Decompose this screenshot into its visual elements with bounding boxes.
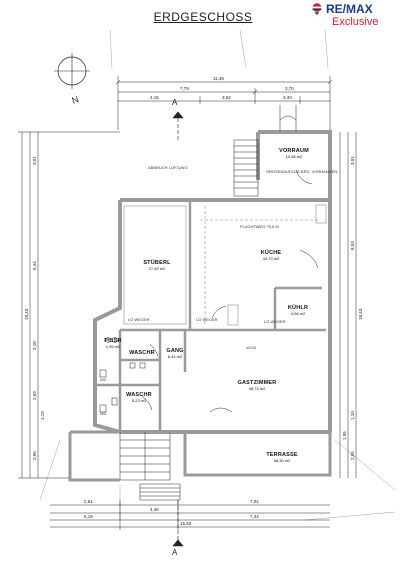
abbruch-label: ABBRUCH LÜFTUNG (148, 165, 188, 170)
room-name: GANG (166, 348, 184, 354)
lo-meter-3: LÖ WEGER (264, 319, 286, 324)
room-area: 5,23 m2 (131, 398, 147, 403)
room-area: 4,98 m2 (290, 311, 306, 316)
brand-tagline: Exclusive (332, 16, 379, 28)
room-name: WASCHR (126, 392, 152, 398)
room-waschr-2: WASCHR 5,23 m2 (120, 392, 158, 403)
room-area: 68,30 m2 (273, 458, 291, 463)
room-name: KÜHLR (287, 305, 309, 311)
room-pissr: PISSR 1,95 m2 (100, 338, 126, 349)
dim-top-total: 11,49 (213, 76, 224, 81)
fluchtweg-label: FLUCHTWEG 75,5 M (240, 224, 279, 229)
room-gastzimmer: GASTZIMMER 98,74 m2 (222, 380, 292, 391)
room-kuehlr: KÜHLR 4,98 m2 (278, 305, 318, 316)
room-area: 27,60 m2 (148, 266, 166, 271)
room-area: 6,44 m2 (167, 354, 183, 359)
dim-top-b: 3,70 (285, 86, 294, 91)
terrace-stair-icon (119, 432, 181, 501)
lo-meter-2: LÖ WEGER (196, 317, 218, 322)
dim-left-c: 3,10 (32, 341, 37, 350)
balloon-icon (312, 3, 322, 15)
left-dimension-lines (18, 131, 120, 479)
dim-bottom-c: 4,46 (150, 507, 159, 512)
section-marker-bottom: A (172, 548, 178, 557)
brand-name: RE/MAX (326, 2, 373, 16)
room-name: PISSR (104, 338, 122, 344)
dim-right-total: 18,43 (358, 308, 363, 320)
room-area: 1,95 m2 (105, 344, 121, 349)
inner-detail-lines (123, 204, 327, 326)
room-kueche: KÜCHE 44,70 m2 (236, 250, 306, 261)
room-name: GASTZIMMER (237, 380, 277, 386)
dim-bottom-d: 7,44 (250, 514, 259, 519)
dim-left-a: 3,01 (32, 156, 37, 165)
section-line (172, 111, 184, 547)
room-vorraum: VORRAUM 10,56 m2 (264, 148, 324, 159)
room-area: 98,74 m2 (248, 386, 266, 391)
dim-left-e: 1,19 (40, 411, 45, 420)
room-name: TERRASSE (266, 452, 298, 458)
dim-left-f: 2,95 (32, 451, 37, 460)
dim-bottom-total-2: 6,18 (84, 514, 93, 519)
door-arcs (141, 169, 319, 413)
elevation-label: ±0,00 (246, 345, 256, 350)
brand-logo: RE/MAX Exclusive (312, 2, 400, 36)
room-name: KÜCHE (260, 250, 282, 256)
dim-left-d: 2,69 (32, 391, 37, 400)
dim-right-d: 2,95 (350, 451, 355, 460)
room-gang: GANG 6,44 m2 (162, 348, 188, 359)
dim-top-c: 4,15 (150, 95, 159, 100)
room-name: WASCHR (129, 350, 155, 356)
dim-bottom-b: 7,02 (250, 499, 259, 504)
top-dimension-lines (115, 76, 333, 130)
room-waschr-1: WASCHR (124, 350, 160, 356)
compass-icon (54, 53, 90, 89)
wc-label-2: WC (100, 411, 107, 416)
property-boundary (39, 29, 396, 521)
room-name: VORRAUM (279, 148, 309, 154)
dim-bottom-a: 2,61 (84, 499, 93, 504)
dim-bottom-total-1: 15,62 (180, 521, 192, 526)
lo-meter-1: LÖ WEGER (128, 317, 150, 322)
room-name: STÜBERL (143, 260, 171, 266)
right-dimension-lines (339, 132, 357, 478)
dim-top-d: 3,52 (222, 95, 231, 100)
speisenaufzug-label: SPEISENAUFZUG BRD. VORHANDEN (266, 169, 338, 174)
terrace-outline (68, 430, 332, 482)
interior-walls (95, 200, 326, 432)
room-stuebel: STÜBERL 27,60 m2 (132, 260, 182, 271)
section-marker-top: A (172, 98, 178, 107)
room-area: 44,70 m2 (262, 256, 280, 261)
dim-right-c: 1,10 (350, 411, 355, 420)
dim-left-b: 6,44 (32, 261, 37, 270)
room-terrasse: TERRASSE 68,30 m2 (252, 452, 312, 463)
page-title: ERDGESCHOSS (153, 10, 253, 24)
wc-label-1: WC (100, 377, 107, 382)
sanitary-fixtures (99, 337, 146, 413)
dim-right-a: 8,53 (350, 241, 355, 250)
dim-top-a: 7,79 (180, 86, 189, 91)
dim-right-e: 1,95 (342, 431, 347, 440)
dim-top-e: 3,40 (283, 95, 292, 100)
dim-right-b: 3,01 (350, 156, 355, 165)
dim-left-total: 18,43 (24, 308, 29, 320)
stair-spiral-icon (233, 105, 297, 197)
exterior-walls (93, 130, 332, 434)
room-area: 10,56 m2 (285, 154, 303, 159)
